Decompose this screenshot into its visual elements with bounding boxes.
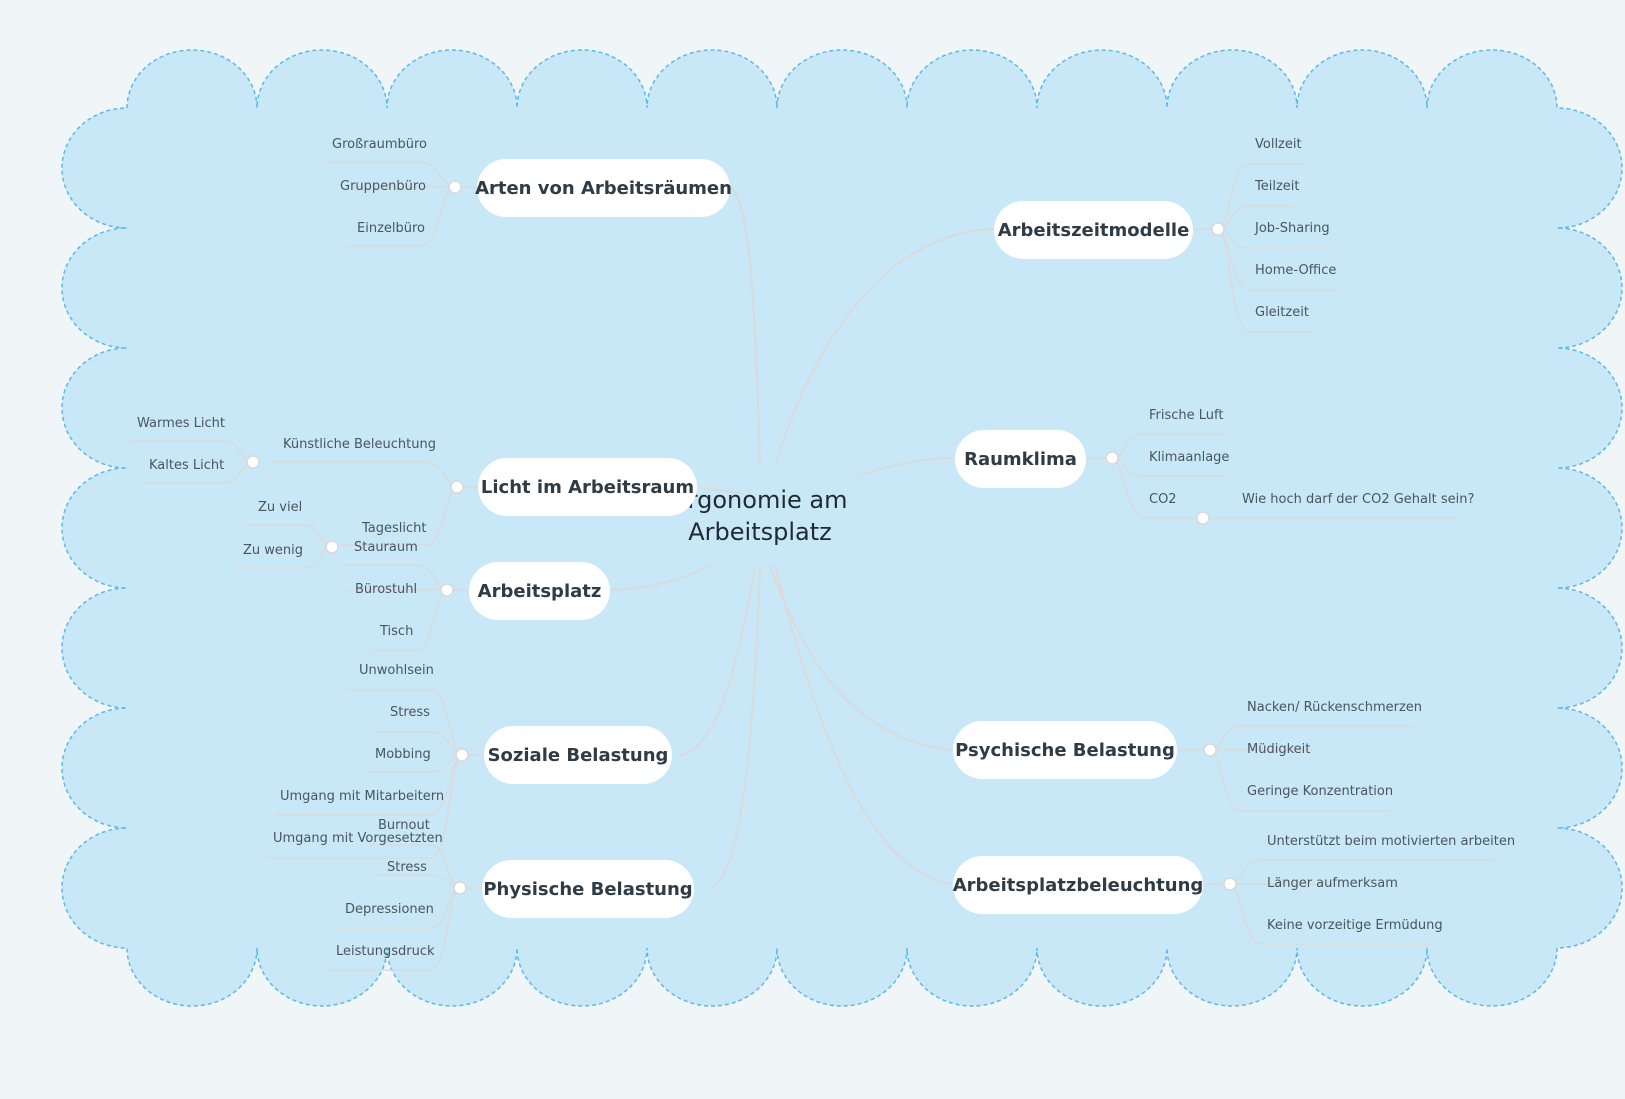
subtopic-leistungsdruck[interactable]: Leistungsdruck <box>336 944 435 959</box>
collapse-node-psychische[interactable] <box>1203 743 1217 757</box>
subtopic-co2-gehalt-frage[interactable]: Wie hoch darf der CO2 Gehalt sein? <box>1242 492 1475 507</box>
subtopic-keine-vorzeitige-ermuedung[interactable]: Keine vorzeitige Ermüdung <box>1267 918 1443 933</box>
topic-physische-belastung[interactable]: Physische Belastung <box>482 860 694 918</box>
subtopic-laenger-aufmerksam[interactable]: Länger aufmerksam <box>1267 876 1398 891</box>
subtopic-buerostuhl[interactable]: Bürostuhl <box>355 582 418 597</box>
topic-soziale-belastung[interactable]: Soziale Belastung <box>484 726 672 784</box>
subtopic-zu-viel[interactable]: Zu viel <box>258 500 303 515</box>
collapse-node-raumklima[interactable] <box>1105 451 1119 465</box>
central-topic-line-1: Ergonomie am <box>672 486 848 514</box>
subtopic-tageslicht[interactable]: Tageslicht <box>362 521 427 536</box>
subtopic-kuenstliche-beleuchtung[interactable]: Künstliche Beleuchtung <box>283 437 436 452</box>
collapse-node-arten[interactable] <box>448 180 462 194</box>
subtopic-kaltes-licht[interactable]: Kaltes Licht <box>149 458 225 473</box>
collapse-node-co2[interactable] <box>1196 511 1210 525</box>
subtopic-mobbing[interactable]: Mobbing <box>375 747 431 762</box>
subtopic-grossraumbuero[interactable]: Großraumbüro <box>332 137 427 152</box>
subtopic-unwohlsein[interactable]: Unwohlsein <box>359 663 434 678</box>
topic-arbeitsplatz[interactable]: Arbeitsplatz <box>469 562 610 620</box>
topic-arbeitszeitmodelle[interactable]: Arbeitszeitmodelle <box>994 201 1193 259</box>
subtopic-muedigkeit[interactable]: Müdigkeit <box>1247 742 1311 757</box>
subtopic-gruppenbuero[interactable]: Gruppenbüro <box>340 179 426 194</box>
subtopic-warmes-licht[interactable]: Warmes Licht <box>137 416 226 431</box>
subtopic-tisch[interactable]: Tisch <box>380 624 414 639</box>
subtopic-zu-wenig[interactable]: Zu wenig <box>243 543 304 558</box>
central-topic[interactable]: Ergonomie am Arbeitsplatz <box>660 484 860 548</box>
branch-beleuchtung <box>774 565 953 885</box>
collapse-node-arbeitszeit[interactable] <box>1211 222 1225 236</box>
topic-psychische-belastung[interactable]: Psychische Belastung <box>953 721 1177 779</box>
subtopic-umgang-mit-mitarbeitern[interactable]: Umgang mit Mitarbeitern <box>280 789 445 804</box>
branch-raumklima <box>859 457 956 476</box>
collapse-node-soziale[interactable] <box>455 748 469 762</box>
collapse-node-licht[interactable] <box>450 480 464 494</box>
subtopic-burnout[interactable]: Burnout <box>378 818 430 833</box>
subtopic-job-sharing[interactable]: Job-Sharing <box>1255 221 1330 236</box>
branch-arten <box>729 186 761 466</box>
topic-licht-im-arbeitsraum[interactable]: Licht im Arbeitsraum <box>478 458 697 516</box>
branch-physische <box>709 567 761 889</box>
topic-arbeitsplatzbeleuchtung[interactable]: Arbeitsplatzbeleuchtung <box>953 856 1203 914</box>
subtopic-home-office[interactable]: Home-Office <box>1255 263 1337 278</box>
branch-licht <box>699 487 746 495</box>
subtopic-einzelbuero[interactable]: Einzelbüro <box>357 221 426 236</box>
subtopic-co2[interactable]: CO2 <box>1149 492 1177 507</box>
subtopic-teilzeit[interactable]: Teilzeit <box>1255 179 1300 194</box>
collapse-node-beleuchtung[interactable] <box>1223 877 1237 891</box>
subtopic-frische-luft[interactable]: Frische Luft <box>1149 408 1224 423</box>
subtopic-geringe-konzentration[interactable]: Geringe Konzentration <box>1247 784 1394 799</box>
collapse-node-kuenstliche[interactable] <box>246 455 260 469</box>
topic-raumklima[interactable]: Raumklima <box>955 430 1086 488</box>
subtopic-gleitzeit[interactable]: Gleitzeit <box>1255 305 1309 320</box>
collapse-node-arbeitsplatz[interactable] <box>440 583 454 597</box>
branch-arbeitsplatz <box>609 565 711 591</box>
subtopic-nacken-rueckenschmerzen[interactable]: Nacken/ Rückenschmerzen <box>1247 700 1423 715</box>
subtopic-klimaanlage[interactable]: Klimaanlage <box>1149 450 1230 465</box>
subtopic-umgang-mit-vorgesetzten[interactable]: Umgang mit Vorgesetzten <box>273 831 443 846</box>
collapse-node-tageslicht[interactable] <box>325 540 339 554</box>
topic-arten-von-arbeitsraeumen[interactable]: Arten von Arbeitsräumen <box>475 159 732 217</box>
collapse-node-physische[interactable] <box>453 881 467 895</box>
subtopic-stauraum[interactable]: Stauraum <box>354 540 418 555</box>
branch-arbeitszeit <box>774 228 996 466</box>
subtopic-stress-sozial[interactable]: Stress <box>390 705 430 720</box>
branch-soziale <box>679 567 756 756</box>
subtopic-depressionen[interactable]: Depressionen <box>345 902 434 917</box>
subtopic-stress-physisch[interactable]: Stress <box>387 860 427 875</box>
central-topic-line-2: Arbeitsplatz <box>688 518 832 546</box>
subtopic-unterstuetzt-motiviert[interactable]: Unterstützt beim motivierten arbeiten <box>1267 834 1516 849</box>
subtopic-vollzeit[interactable]: Vollzeit <box>1255 137 1302 152</box>
